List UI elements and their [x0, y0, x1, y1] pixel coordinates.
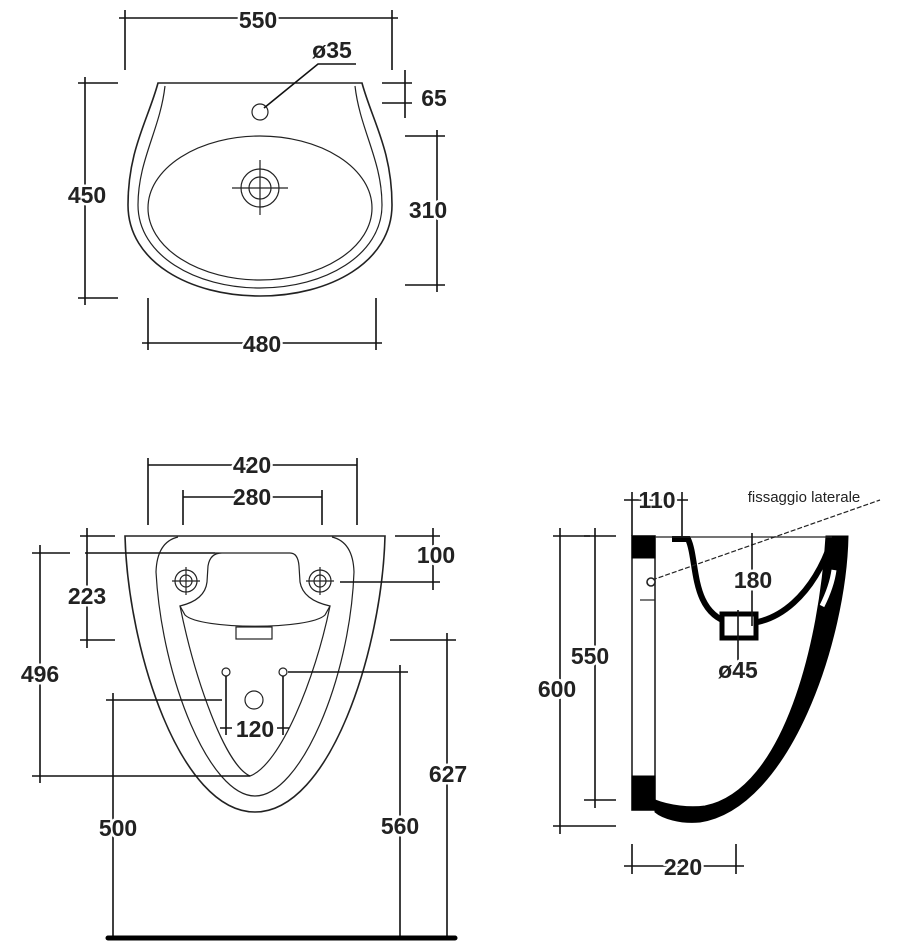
wall-panel: [631, 535, 656, 811]
dim-560: 560: [381, 813, 419, 839]
dim-450: 450: [68, 182, 106, 208]
bracket-lower: [179, 605, 331, 777]
wall-block-bottom: [631, 775, 656, 811]
dim-line-65: [382, 70, 412, 118]
basin-outline-rear: [124, 535, 386, 813]
basin-inner-contour: [155, 536, 355, 797]
dim-223: 223: [68, 583, 106, 609]
dim-line-500: [106, 693, 222, 940]
dim-line-220: [624, 844, 744, 874]
dim-420: 420: [233, 452, 271, 478]
dim-line-550: [119, 10, 398, 70]
dim-110: 110: [638, 487, 675, 513]
leader-o35: [263, 63, 356, 109]
drain-spigot: [719, 611, 759, 641]
dim-120: 120: [236, 716, 274, 742]
drain-crosshair: [232, 160, 288, 215]
dim-180: 180: [734, 567, 772, 593]
dim-line-120: [220, 676, 289, 735]
dim-550-side: 550: [571, 643, 609, 669]
dim-627: 627: [429, 761, 467, 787]
bolt-left: [172, 567, 200, 595]
side-view: 110 fissaggio laterale 180 ø45 550 600 2…: [535, 485, 881, 883]
dim-line-223: [80, 528, 215, 648]
bolt-right: [306, 567, 334, 595]
tap-hole: [251, 103, 269, 121]
dim-line-450: [78, 77, 118, 305]
dim-65: 65: [421, 85, 447, 111]
dim-line-496: [32, 545, 250, 783]
dim-line-420: [147, 458, 358, 525]
dim-280: 280: [233, 484, 271, 510]
fixing-leader: [651, 499, 881, 581]
bowl-outline: [147, 135, 373, 281]
dim-100: 100: [417, 542, 455, 568]
drain-hole: [244, 690, 264, 710]
dim-496: 496: [21, 661, 59, 687]
bracket-plate: [179, 552, 331, 627]
dim-line-100: [340, 528, 440, 590]
dim-550: 550: [239, 7, 277, 33]
dim-line-480: [142, 298, 382, 350]
bracket-tab: [235, 626, 273, 640]
basin-body-section: [654, 535, 849, 823]
dim-480: 480: [243, 331, 281, 357]
dim-line-560: [288, 665, 408, 940]
top-view: 550 ø35 65 310 450 480: [65, 5, 449, 360]
dim-line-110: [624, 492, 688, 536]
dim-500: 500: [99, 815, 137, 841]
side-fixing-point: [646, 577, 656, 587]
dim-line-280: [182, 490, 323, 525]
dim-o35: ø35: [312, 37, 352, 63]
fixing-note: fissaggio laterale: [748, 489, 861, 506]
overflow-slot: [819, 569, 837, 608]
dim-600: 600: [538, 676, 576, 702]
rear-view: 420 280 100 223 496 120 500 560 627: [18, 450, 470, 941]
dim-line-600: [553, 528, 616, 834]
dim-line-310: [405, 130, 445, 292]
dim-line-627: [390, 633, 456, 940]
dim-220: 220: [664, 854, 702, 880]
basin-rim-inner: [137, 85, 383, 289]
dim-o45: ø45: [718, 657, 758, 683]
wall-block-top: [631, 535, 656, 559]
dim-310: 310: [409, 197, 447, 223]
